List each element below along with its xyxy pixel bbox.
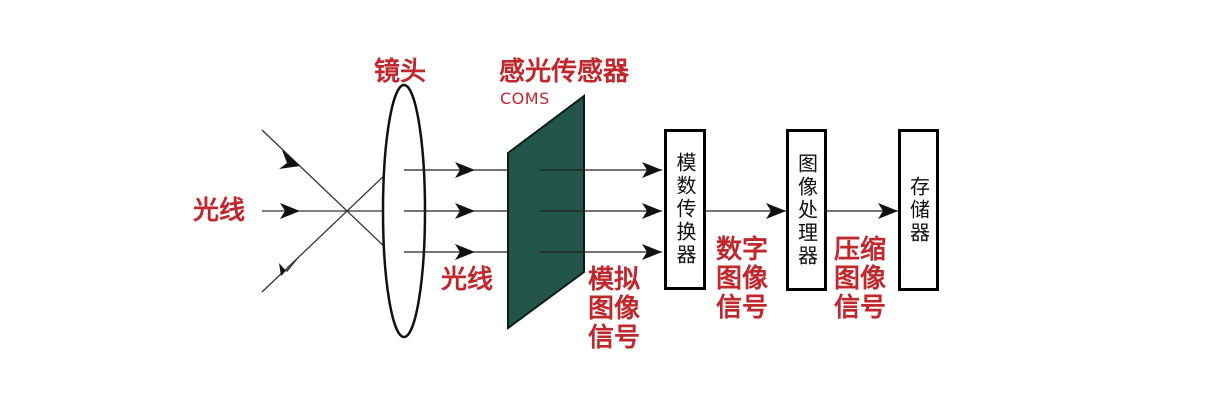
arrowhead-isp — [766, 203, 786, 219]
arrowhead-out-upper — [642, 162, 662, 178]
arrowhead-lower — [455, 244, 475, 260]
isp-box: 图像处理器 — [786, 129, 827, 291]
arrowhead-out-centre — [642, 203, 662, 219]
ray-top — [261, 129, 389, 251]
arrowhead-top — [279, 150, 300, 169]
arrowhead-bottom — [279, 256, 300, 276]
arrowhead-out-lower — [642, 244, 662, 260]
lens-arrowheads — [455, 162, 475, 260]
storage-box-label: 存储器 — [906, 175, 931, 245]
box-arrowheads — [766, 203, 898, 219]
label-light-left: 光线 — [193, 196, 246, 226]
storage-box: 存储器 — [898, 129, 939, 291]
label-sensor-type: COMS — [500, 89, 550, 108]
incoming-arrowheads — [279, 150, 300, 276]
isp-box-label: 图像处理器 — [794, 152, 819, 268]
adc-arrowheads — [642, 162, 662, 260]
label-lens: 镜头 — [374, 57, 427, 87]
label-analog-signal: 模拟图像信号 — [588, 265, 641, 353]
arrowhead-centre — [455, 203, 475, 219]
label-digital-signal: 数字图像信号 — [716, 235, 769, 323]
label-light-middle: 光线 — [441, 265, 494, 295]
adc-box: 模数传换器 — [664, 129, 706, 290]
arrowhead-upper — [455, 162, 475, 178]
adc-box-label: 模数传换器 — [673, 152, 697, 267]
label-sensor: 感光传感器 — [499, 57, 630, 87]
sensor-to-adc-rays — [540, 169, 662, 253]
sensor-plate — [507, 94, 585, 330]
arrowhead-storage — [878, 203, 898, 219]
label-compressed-signal: 压缩图像信号 — [834, 235, 887, 323]
lens-to-sensor-rays — [404, 169, 508, 253]
arrowhead-middle — [280, 203, 300, 219]
